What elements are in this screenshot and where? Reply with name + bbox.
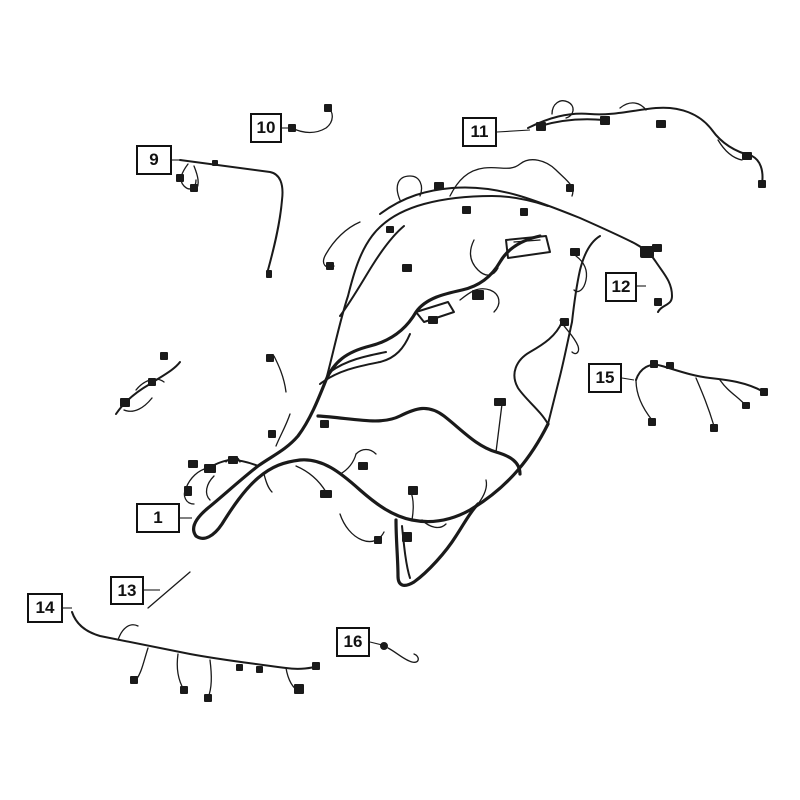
harness-9 [176, 159, 284, 278]
harness-13 [147, 571, 191, 609]
harness-1-main-body [183, 159, 633, 587]
harness-16 [380, 642, 419, 663]
callout-1: 1 [136, 503, 180, 533]
harness-11 [527, 100, 766, 188]
callout-14: 14 [27, 593, 63, 623]
callout-9: 9 [136, 145, 172, 175]
harness-14 [71, 611, 320, 702]
callout-11: 11 [462, 117, 497, 147]
callout-15: 15 [588, 363, 622, 393]
callout-13: 13 [110, 576, 144, 605]
harness-detached-small [115, 352, 181, 415]
callout-16: 16 [336, 627, 370, 657]
callout-12: 12 [605, 272, 637, 302]
harness-15 [635, 360, 768, 432]
harness-10 [288, 104, 333, 134]
callout-10: 10 [250, 113, 282, 143]
leader-lines [63, 127, 646, 646]
harness-12 [631, 241, 673, 313]
